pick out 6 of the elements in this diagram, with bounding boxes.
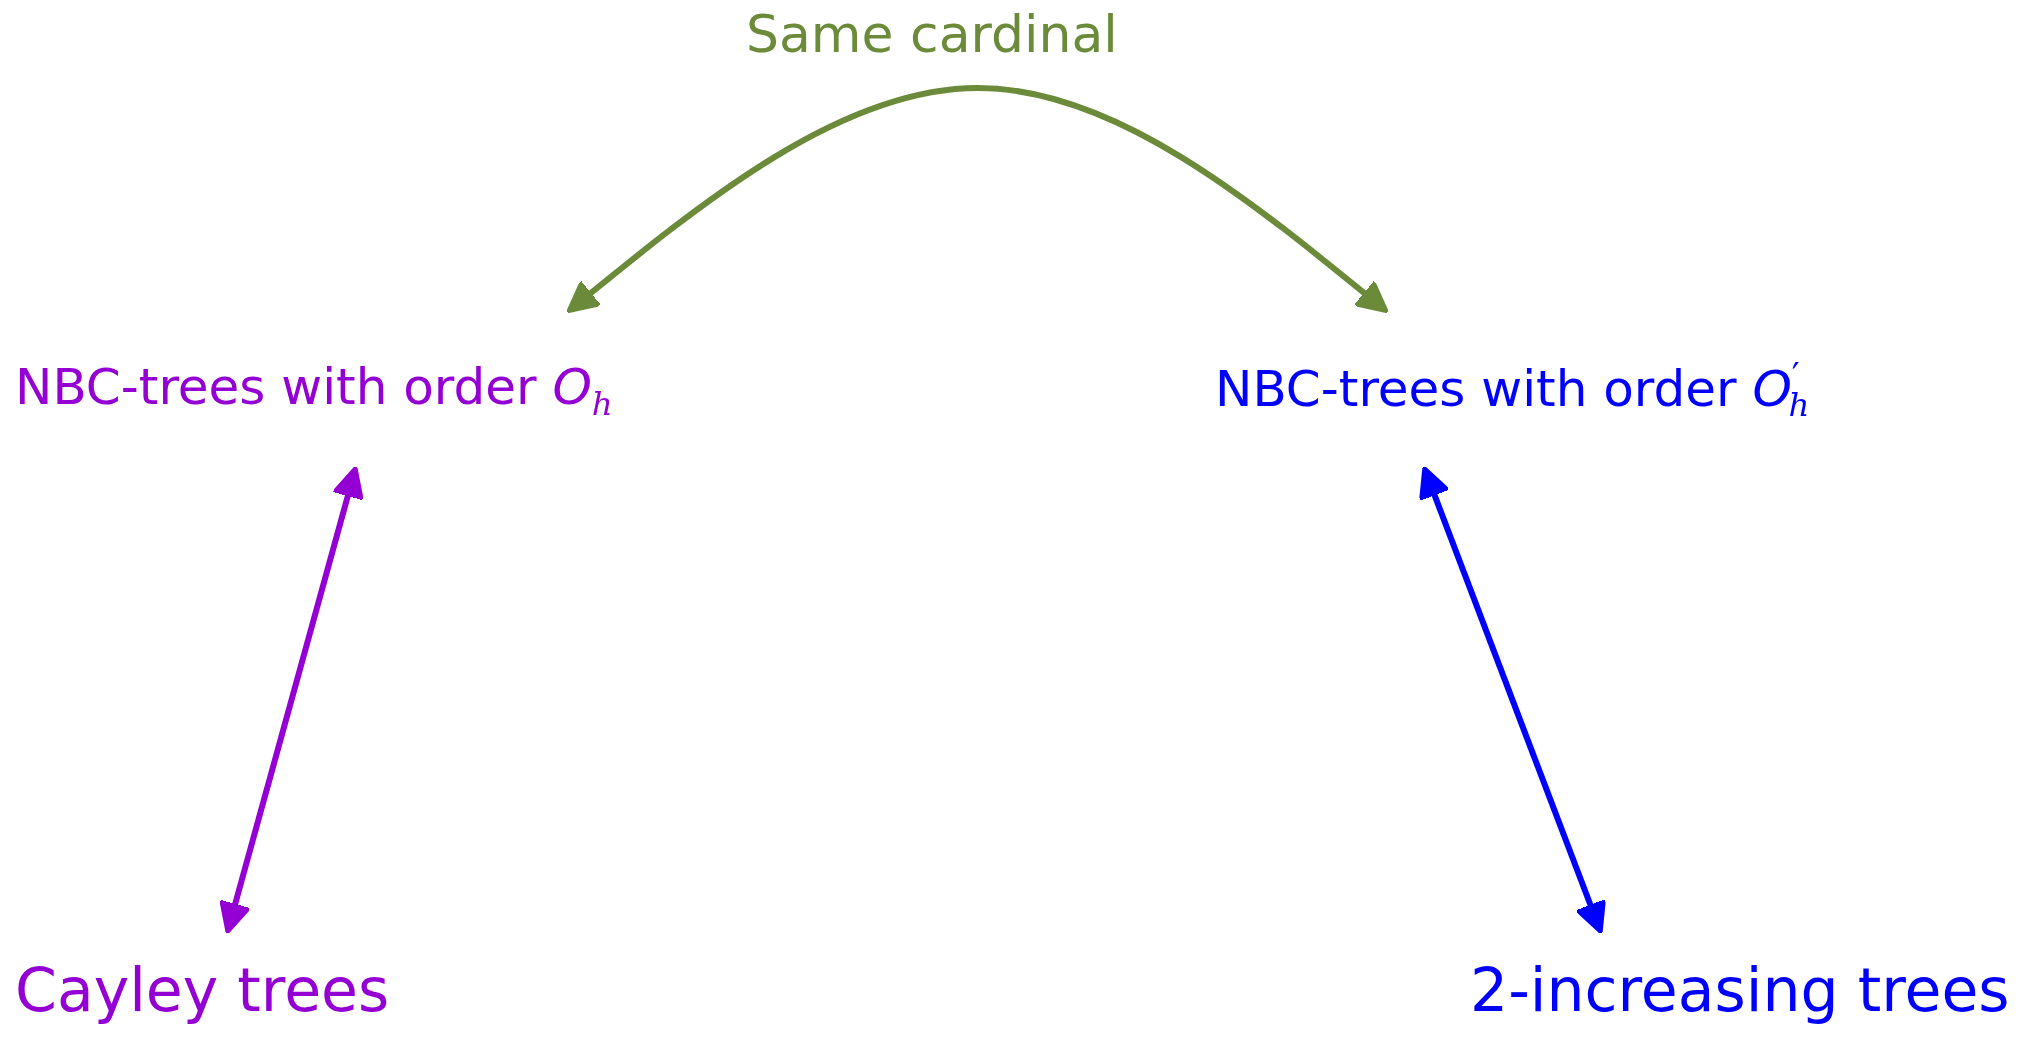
node-label: 2-increasing trees [1470, 954, 2010, 1026]
arrow [566, 85, 1389, 314]
arrow [1419, 465, 1606, 935]
node-label: Cayley trees [15, 954, 390, 1026]
arrow [219, 465, 364, 935]
node-label: NBC-trees with order O$_{h}$ [15, 356, 613, 424]
